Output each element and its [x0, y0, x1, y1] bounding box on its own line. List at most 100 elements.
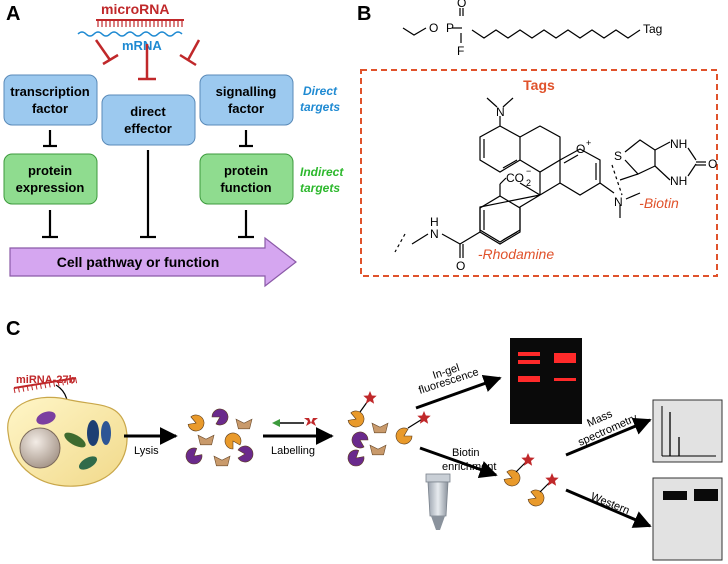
probe-f: F: [457, 44, 464, 58]
ingel-arrow: [415, 374, 502, 410]
protein-shape: [369, 444, 387, 456]
protein-shape: [211, 408, 229, 426]
probe-double-o: O: [457, 0, 466, 10]
tag-star: [417, 411, 431, 424]
panel-c-letter: C: [6, 318, 20, 340]
box-protein-function: protein function: [199, 153, 294, 205]
mass-spec-arrow: [565, 417, 652, 457]
protein-shape: [527, 489, 545, 507]
rhodamine-co2-sup: −: [526, 166, 531, 176]
protein-shape: [237, 445, 254, 463]
probe-p: P: [446, 21, 454, 35]
mirna-27b-strand: [13, 377, 78, 394]
box-transcription-factor: transcription factor: [3, 74, 98, 126]
tag-star: [521, 453, 535, 466]
panel-a-letter: A: [6, 3, 20, 25]
rhodamine-o-amide: O: [456, 259, 465, 273]
svg-text:factor: factor: [228, 101, 264, 116]
probe-icon: [272, 418, 318, 427]
probe-tag: Tag: [643, 22, 662, 36]
western-arrow: [565, 488, 652, 528]
enrichment-column-icon: [425, 473, 451, 530]
biotin-nh-bottom: NH: [670, 174, 687, 188]
mrna-label: mRNA: [122, 38, 162, 53]
biotin-o: O: [708, 157, 717, 171]
labelling-label: Labelling: [271, 445, 315, 457]
pathway-label: Cell pathway or function: [57, 254, 220, 270]
tag-star: [363, 391, 377, 404]
rhodamine-co2: CO: [506, 171, 524, 185]
protein-shape: [187, 414, 205, 432]
direct-targets-label: Direct: [303, 84, 338, 98]
rhodamine-o-plus-sup: +: [586, 138, 591, 148]
protein-shape: [347, 449, 365, 467]
panel-b: B O P O F Tag Tags: [357, 0, 718, 277]
svg-text:direct: direct: [130, 104, 166, 119]
mrna-strand: [77, 31, 183, 37]
rhodamine-label: -Rhodamine: [478, 246, 554, 262]
western-blot: [652, 477, 723, 561]
protein-shape: [351, 431, 369, 449]
protein-shape: [213, 455, 231, 467]
box-direct-effector: direct effector: [101, 94, 196, 146]
rhodamine-co2-sub: 2: [526, 178, 531, 188]
svg-text:protein: protein: [28, 163, 72, 178]
box-signalling-factor: signalling factor: [199, 74, 294, 126]
benzoate-ring: [394, 177, 521, 258]
protein-shape: [347, 410, 365, 428]
svg-text:function: function: [220, 180, 271, 195]
pathway-arrow: Cell pathway or function: [9, 236, 297, 288]
protein-shape: [197, 434, 215, 446]
biotin-structure: [611, 139, 706, 196]
mirna-27b-label: miRNA-27b: [16, 374, 76, 386]
protein-cluster-enriched: [503, 453, 559, 507]
fp-probe-structure: [402, 8, 641, 43]
svg-text:transcription: transcription: [10, 84, 90, 99]
indirect-targets-label: Indirect: [300, 165, 344, 179]
microrna-label: microRNA: [101, 1, 169, 17]
rhodamine-nh: N: [430, 227, 439, 241]
biotin-label-1: Biotin: [452, 447, 480, 459]
tag-star: [545, 473, 559, 486]
tags-title: Tags: [523, 77, 555, 93]
panel-b-letter: B: [357, 3, 371, 25]
arrows-to-pathway: [42, 150, 254, 239]
svg-text:effector: effector: [124, 121, 172, 136]
mass-spectrum-plot: [652, 399, 723, 463]
rhodamine-structure: [479, 97, 641, 243]
rhodamine-nh-h: H: [430, 215, 439, 229]
microrna-strand: [96, 19, 184, 27]
direct-targets-label-2: targets: [300, 100, 340, 114]
cell-illustration: [7, 396, 128, 487]
panel-c: C miRNA-27b Lysis Labelling: [6, 318, 723, 561]
inhibition-arrows: [94, 39, 201, 81]
protein-cluster-lysate: [185, 408, 254, 467]
svg-text:protein: protein: [224, 163, 268, 178]
rhodamine-n-top: N: [496, 105, 505, 119]
tags-box: [360, 69, 718, 277]
biotin-label-2: enrichment: [442, 461, 496, 473]
protein-shape: [185, 447, 203, 465]
probe-ether-o: O: [429, 21, 438, 35]
western-label: Western: [589, 491, 631, 517]
protein-shape: [235, 418, 253, 430]
biotin-label: -Biotin: [639, 195, 679, 211]
arrows-to-green: [43, 130, 253, 148]
rhodamine-o-plus: O: [576, 142, 585, 156]
lysis-label: Lysis: [134, 445, 159, 457]
protein-cluster-labelled: [347, 391, 431, 467]
svg-text:signalling: signalling: [216, 84, 277, 99]
rhodamine-n-right: N: [614, 195, 623, 209]
protein-shape: [503, 469, 521, 487]
biotin-s: S: [614, 149, 622, 163]
svg-text:factor: factor: [32, 101, 68, 116]
biotin-nh-top: NH: [670, 137, 687, 151]
indirect-targets-label-2: targets: [300, 181, 340, 195]
svg-text:expression: expression: [16, 180, 85, 195]
protein-shape: [395, 427, 413, 445]
protein-shape: [224, 432, 242, 450]
protein-shape: [371, 422, 389, 434]
panel-a: A microRNA mRNA transcription factor dir…: [3, 1, 344, 288]
box-protein-expression: protein expression: [3, 153, 98, 205]
